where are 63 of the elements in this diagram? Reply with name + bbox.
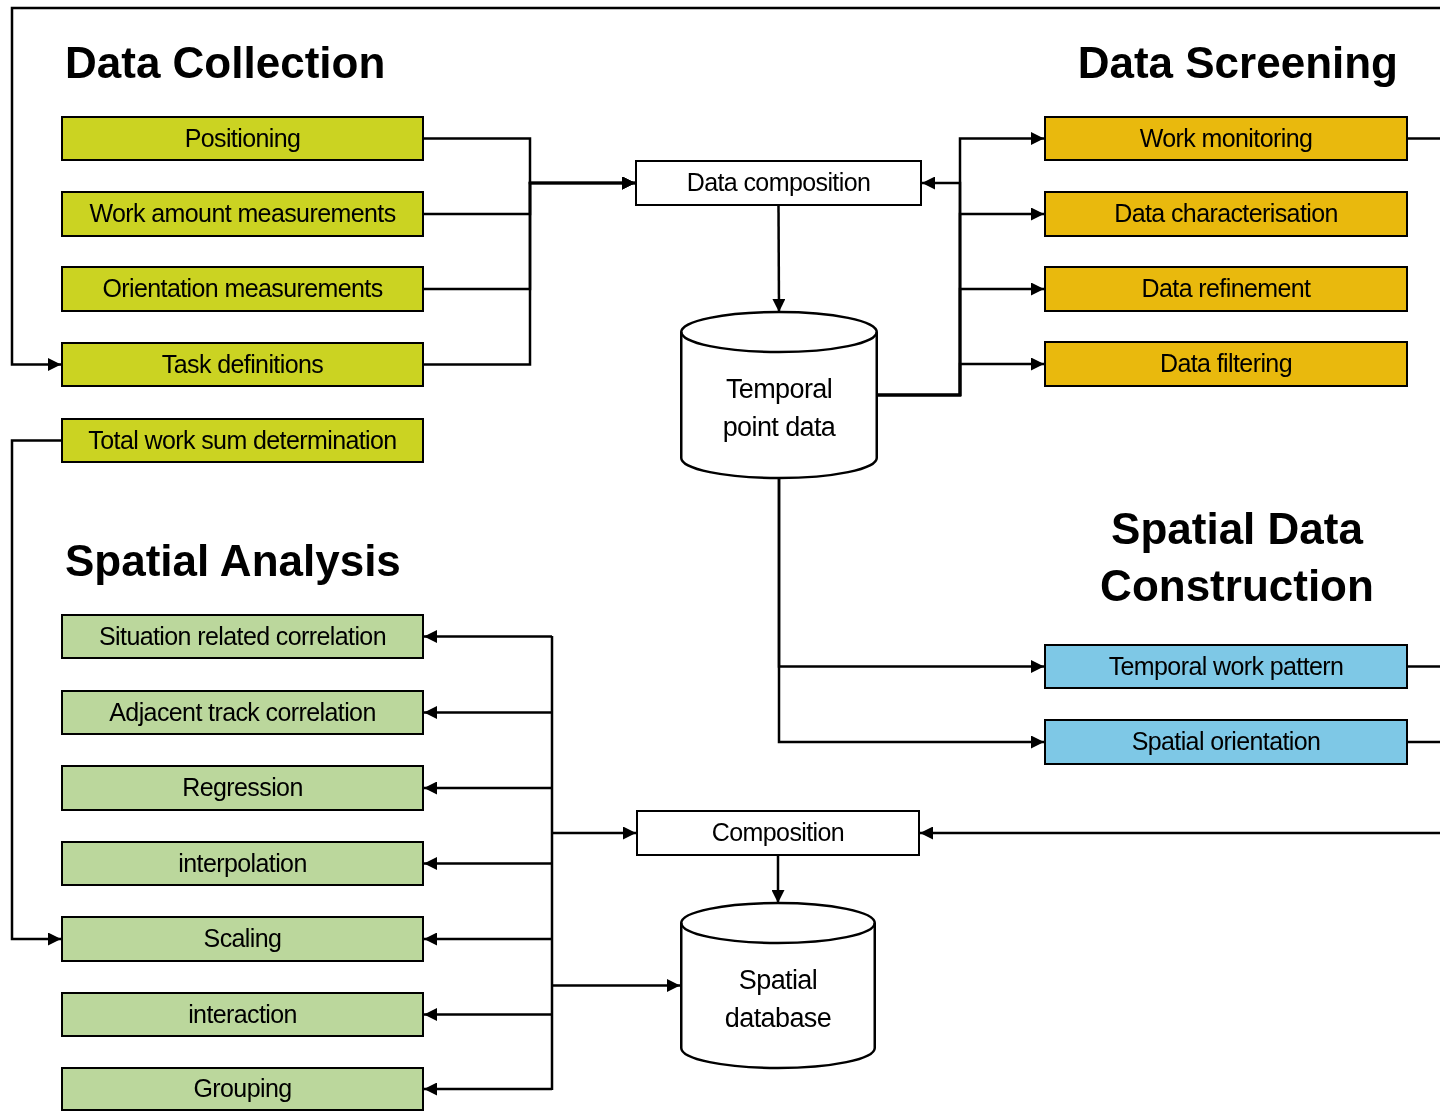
connector-arrow: [424, 176, 635, 366]
section-heading: Data Collection: [65, 37, 386, 89]
section-heading: Spatial Analysis: [65, 535, 401, 587]
connector-arrow: [552, 826, 636, 840]
process-box: [61, 342, 424, 387]
connector-arrow: [552, 979, 680, 992]
node-label: Data refinement: [1141, 275, 1311, 303]
connector-arrow: [424, 1008, 552, 1021]
connector-arrow: [424, 781, 552, 795]
connector-arrow: [771, 856, 785, 903]
node-label: interaction: [188, 1000, 297, 1029]
node-label: Adjacent track correlation: [109, 698, 376, 727]
section-heading: Data Screening: [1077, 37, 1398, 89]
node-label: Work monitoring: [1139, 124, 1313, 153]
process-box: [61, 191, 424, 237]
node-label: Positioning: [184, 124, 301, 153]
process-box: [1044, 644, 1408, 689]
process-box: [61, 116, 424, 161]
node-label: Temporal work pattern: [1108, 652, 1344, 681]
connector-arrow: [424, 706, 552, 719]
process-box: [61, 614, 424, 659]
node-label: Data characterisation: [1114, 200, 1338, 228]
process-box: [61, 418, 424, 463]
process-box: [61, 916, 424, 962]
node-label: Spatial database: [723, 963, 833, 1035]
process-box: [635, 160, 922, 206]
process-box: [61, 266, 424, 312]
node-label: Scaling: [203, 925, 282, 953]
node-label: Grouping: [193, 1075, 292, 1103]
connector-arrow: [424, 857, 552, 870]
process-box: [61, 841, 424, 886]
node-label: Orientation measurements: [102, 275, 383, 303]
connector-arrow: [772, 206, 786, 312]
node-label: Spatial orientation: [1131, 728, 1321, 756]
node-label: Data composition: [686, 169, 871, 197]
node-label: Temporal point data: [721, 373, 837, 444]
node-label: Situation related correlation: [99, 622, 386, 651]
connector-arrow: [10, 439, 61, 946]
connector-arrow: [424, 932, 552, 946]
section-heading: Spatial Data Construction: [1099, 503, 1375, 613]
process-box: [61, 1067, 424, 1111]
process-box: [61, 690, 424, 735]
node-label: Task definitions: [161, 350, 324, 379]
node-label: Data filtering: [1160, 350, 1292, 378]
connector-arrow: [10, 6, 1440, 371]
node-label: Total work sum determination: [88, 426, 397, 455]
node-label: Regression: [182, 774, 303, 802]
connector-arrow: [424, 630, 552, 643]
connector-arrow: [424, 1082, 552, 1096]
process-box: [1044, 719, 1408, 765]
node-label: Composition: [711, 819, 845, 847]
node-label: Work amount measurements: [89, 200, 396, 228]
process-box: [61, 765, 424, 811]
connector-arrow: [920, 826, 1440, 840]
process-box: [1044, 116, 1408, 161]
process-box: [1044, 191, 1408, 237]
node-label: interpolation: [178, 849, 307, 878]
process-box: [1044, 341, 1408, 387]
process-box: [1044, 266, 1408, 312]
process-box: [636, 810, 920, 856]
process-box: [61, 992, 424, 1037]
connector-arrow: [777, 478, 1044, 749]
connector-arrow: [878, 176, 962, 397]
